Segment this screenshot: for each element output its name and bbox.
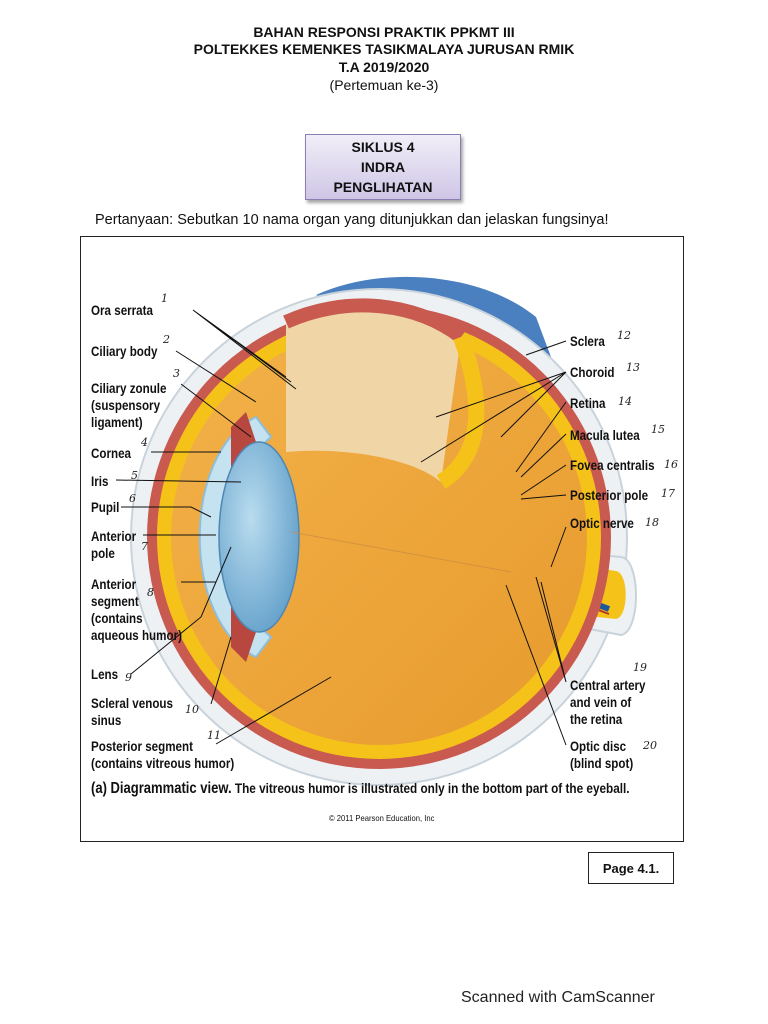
label-optic-disc: Optic disc (blind spot) bbox=[570, 738, 633, 772]
num-10: 10 bbox=[185, 703, 199, 716]
label-posterior-pole: Posterior pole bbox=[570, 487, 648, 504]
num-12: 12 bbox=[617, 329, 631, 342]
num-16: 16 bbox=[664, 458, 678, 471]
label-retina: Retina bbox=[570, 395, 605, 412]
num-7: 7 bbox=[141, 540, 148, 553]
header-line-4: (Pertemuan ke-3) bbox=[0, 77, 768, 93]
label-fovea-centralis: Fovea centralis bbox=[570, 457, 655, 474]
label-pupil: Pupil bbox=[91, 499, 119, 516]
siklus-line-3: PENGLIHATAN bbox=[333, 177, 432, 197]
siklus-line-2: INDRA bbox=[361, 157, 405, 177]
num-13: 13 bbox=[626, 361, 640, 374]
num-20: 20 bbox=[643, 739, 657, 752]
siklus-box: SIKLUS 4 INDRA PENGLIHATAN bbox=[305, 134, 461, 200]
label-ciliary-body: Ciliary body bbox=[91, 343, 157, 360]
eye-diagram-figure: Ora serrata 1 Ciliary body 2 Ciliary zon… bbox=[80, 236, 684, 842]
caption-rest: The vitreous humor is illustrated only i… bbox=[232, 780, 630, 796]
num-3: 3 bbox=[173, 367, 180, 380]
label-optic-nerve: Optic nerve bbox=[570, 515, 634, 532]
num-2: 2 bbox=[163, 333, 170, 346]
label-lens: Lens bbox=[91, 666, 118, 683]
siklus-line-1: SIKLUS 4 bbox=[351, 137, 414, 157]
num-5: 5 bbox=[131, 469, 138, 482]
num-14: 14 bbox=[618, 395, 632, 408]
label-choroid: Choroid bbox=[570, 364, 615, 381]
num-11: 11 bbox=[207, 729, 221, 742]
label-ciliary-zonule: Ciliary zonule (suspensory ligament) bbox=[91, 380, 166, 431]
page-label-box: Page 4.1. bbox=[588, 852, 674, 884]
num-1: 1 bbox=[161, 292, 168, 305]
label-anterior-segment: Anterior segment (contains aqueous humor… bbox=[91, 576, 182, 644]
num-17: 17 bbox=[661, 487, 675, 500]
num-8: 8 bbox=[147, 586, 154, 599]
figure-caption: (a) Diagrammatic view. The vitreous humo… bbox=[91, 780, 630, 798]
num-15: 15 bbox=[651, 423, 665, 436]
label-macula-lutea: Macula lutea bbox=[570, 427, 640, 444]
label-cornea: Cornea bbox=[91, 445, 131, 462]
lens-shape bbox=[219, 442, 299, 632]
label-central-artery-vein: Central artery and vein of the retina bbox=[570, 677, 646, 728]
label-scleral-venous-sinus: Scleral venous sinus bbox=[91, 695, 173, 729]
num-4: 4 bbox=[141, 436, 148, 449]
label-anterior-pole: Anterior pole bbox=[91, 528, 136, 562]
num-6: 6 bbox=[129, 492, 136, 505]
copyright-text: © 2011 Pearson Education, Inc bbox=[329, 813, 434, 823]
label-ora-serrata: Ora serrata bbox=[91, 302, 153, 319]
header-line-2: POLTEKKES KEMENKES TASIKMALAYA JURUSAN R… bbox=[0, 41, 768, 57]
num-19: 19 bbox=[633, 661, 647, 674]
label-iris: Iris bbox=[91, 473, 108, 490]
question-text: Pertanyaan: Sebutkan 10 nama organ yang … bbox=[95, 212, 609, 228]
page-label: Page 4.1. bbox=[603, 861, 659, 876]
caption-bold: (a) Diagrammatic view. bbox=[91, 780, 232, 797]
label-sclera: Sclera bbox=[570, 333, 605, 350]
label-posterior-segment: Posterior segment (contains vitreous hum… bbox=[91, 738, 234, 772]
header-line-1: BAHAN RESPONSI PRAKTIK PPKMT III bbox=[0, 24, 768, 40]
header-line-3: T.A 2019/2020 bbox=[0, 59, 768, 75]
num-9: 9 bbox=[125, 671, 132, 684]
scanner-watermark: Scanned with CamScanner bbox=[461, 989, 655, 1007]
num-18: 18 bbox=[645, 516, 659, 529]
